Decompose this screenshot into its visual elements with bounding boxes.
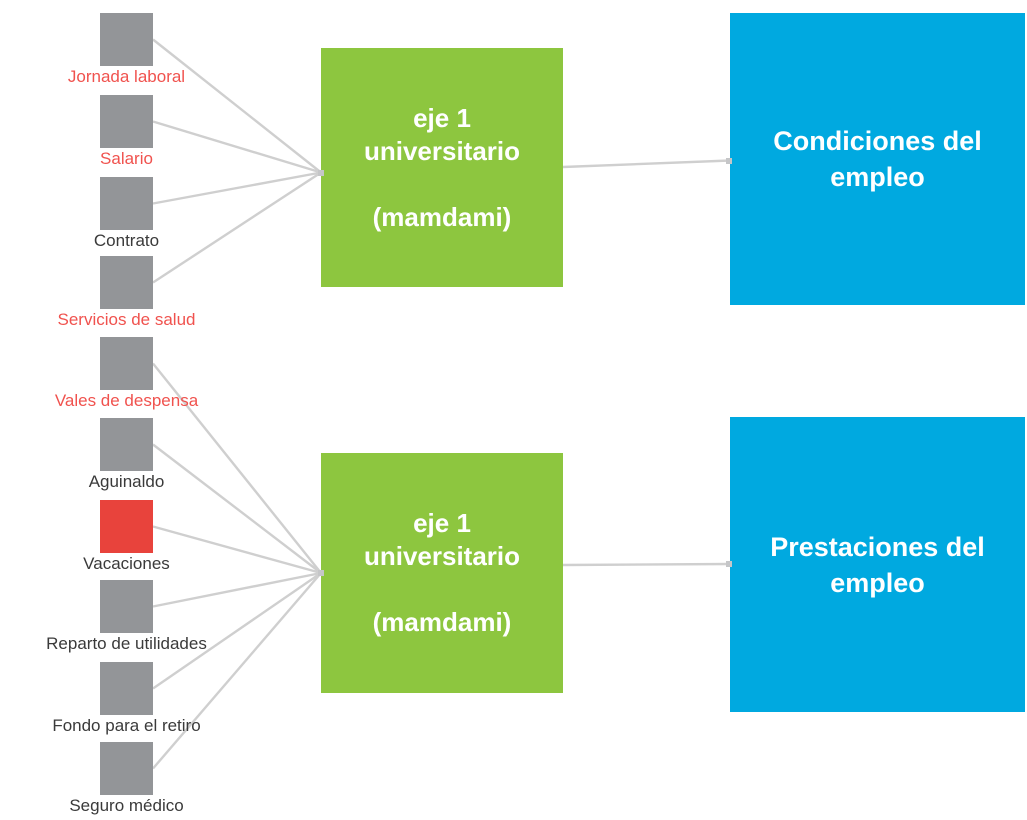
rule-block-condiciones: eje 1 universitario (mamdami) [321, 48, 563, 287]
connector-line [152, 572, 322, 690]
connector-line [152, 571, 322, 608]
connector-line [152, 572, 322, 770]
output-box-prestaciones-del-empleo: Prestaciones del empleo [730, 417, 1025, 712]
input-box-servicios-de-salud [100, 256, 153, 309]
input-label-fondo-para-el-retiro: Fondo para el retiro [52, 716, 201, 735]
connector-line [152, 171, 322, 284]
input-label-reparto-de-utilidades: Reparto de utilidades [46, 634, 207, 653]
connector-node-marker [726, 157, 732, 164]
connector-line [152, 362, 322, 574]
rule-block-subtitle: (mamdami) [372, 201, 512, 232]
connector-line [152, 120, 322, 174]
rule-block-subtitle: (mamdami) [372, 607, 512, 637]
input-box-reparto-de-utilidades [100, 580, 153, 633]
input-label-contrato: Contrato [93, 231, 160, 250]
connector-node-marker [318, 169, 324, 176]
input-box-contrato [100, 177, 153, 230]
input-box-seguro-medico [100, 742, 153, 795]
input-label-aguinaldo: Aguinaldo [88, 472, 165, 491]
input-label-seguro-medico: Seguro médico [69, 796, 184, 815]
input-label-servicios-de-salud: Servicios de salud [57, 310, 196, 329]
input-box-vales-de-despensa [100, 337, 153, 390]
connector-node-marker [726, 561, 732, 567]
input-label-vacaciones: Vacaciones [83, 554, 170, 573]
input-label-vales-de-despensa: Vales de despensa [54, 391, 199, 410]
input-box-salario [100, 95, 153, 148]
rule-block-prestaciones: eje 1 universitario (mamdami) [321, 453, 563, 693]
output-label: Prestaciones del empleo [770, 531, 985, 598]
connector-line [152, 443, 322, 574]
input-box-jornada-laboral [100, 13, 153, 66]
input-box-aguinaldo [100, 418, 153, 471]
connector-line [562, 562, 731, 567]
connector-line [152, 525, 322, 575]
rule-block-title: eje 1 universitario [363, 102, 521, 166]
rule-block-title: eje 1 universitario [363, 508, 521, 571]
input-label-salario: Salario [100, 149, 153, 168]
connector-line [152, 171, 322, 205]
input-box-vacaciones [100, 500, 153, 553]
input-box-fondo-para-el-retiro [100, 662, 153, 715]
output-box-condiciones-del-empleo: Condiciones del empleo [730, 13, 1025, 305]
connector-line [562, 159, 731, 169]
connector-line [152, 38, 322, 174]
input-label-jornada-laboral: Jornada laboral [67, 67, 186, 86]
connector-node-marker [318, 570, 324, 576]
output-label: Condiciones del empleo [773, 126, 982, 192]
